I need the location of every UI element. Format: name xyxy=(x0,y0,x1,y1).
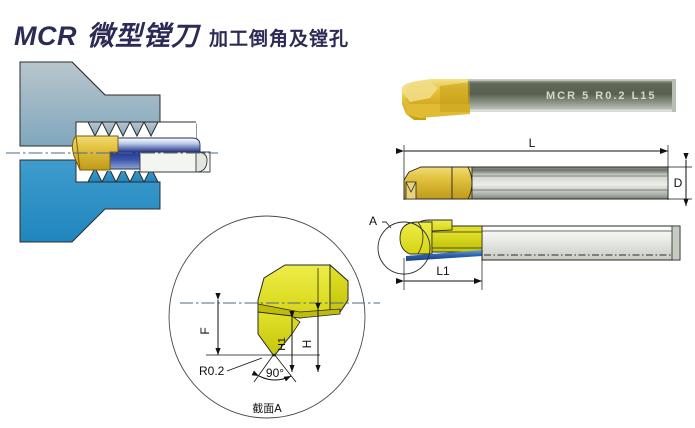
page-title: MCR 微型镗刀 加工倒角及镗孔 xyxy=(14,14,349,53)
detail-insert-nose-flank xyxy=(291,315,301,336)
thread-teeth-lower xyxy=(87,166,159,183)
dim-L1-label: L1 xyxy=(436,264,450,278)
photo-head-shadow xyxy=(440,82,470,112)
dim-angle-arc xyxy=(251,370,292,382)
detail-circle xyxy=(168,215,366,419)
dim-R-label: R0.2 xyxy=(199,364,225,378)
sec-head-round-nose xyxy=(399,221,433,255)
dim-L-label: L xyxy=(529,136,536,150)
thread-teeth-upper xyxy=(87,121,159,138)
side-head-junction xyxy=(467,166,473,200)
workpiece-lower xyxy=(19,159,161,243)
page-title-main: 微型镗刀 xyxy=(87,21,199,51)
callout-A-label: A xyxy=(369,214,377,228)
photo-view: MCR 5 R0.2 L15 xyxy=(401,79,676,120)
detail-view-section-A: F H1 H R0.2 90° 截面A xyxy=(168,215,380,419)
section-view: A L1 xyxy=(369,214,681,290)
dim-D-label: D xyxy=(674,176,683,190)
dim-R-leader xyxy=(226,357,263,372)
side-view: L D xyxy=(396,136,692,206)
page-title-subtitle: 加工倒角及镗孔 xyxy=(209,29,350,50)
detail-insert-chamfer-right xyxy=(329,263,349,313)
detail-caption: 截面A xyxy=(252,401,282,415)
application-view xyxy=(6,61,218,243)
side-shank xyxy=(469,166,669,200)
photo-shank xyxy=(468,79,676,112)
dim-F-label: F xyxy=(198,327,212,334)
detail-insert-nose xyxy=(257,311,293,357)
photo-shank-end xyxy=(672,79,676,112)
sec-head-inner-line xyxy=(417,221,424,255)
app-bar-relief xyxy=(139,151,211,173)
side-head-ext xyxy=(451,166,473,200)
workpiece-upper-fill-top xyxy=(19,61,161,147)
page-title-code: MCR xyxy=(14,21,77,51)
sec-shank-end xyxy=(671,225,681,261)
photo-engraved-text: MCR 5 R0.2 L15 xyxy=(546,90,657,102)
callout-A-leader xyxy=(382,221,392,229)
photo-head-nose xyxy=(401,80,438,102)
sec-coolant-jet xyxy=(406,250,482,261)
dim-H-label: H xyxy=(300,340,314,349)
sec-head-seat xyxy=(431,231,483,249)
dim-H1-label: H1 xyxy=(276,337,288,351)
dim-angle-leg-left xyxy=(253,353,275,383)
app-bar-relief-tip xyxy=(195,151,208,173)
dim-angle-label: 90° xyxy=(266,366,284,380)
side-insert-notch-v xyxy=(405,181,417,193)
dim-angle-leg-right xyxy=(273,353,297,383)
